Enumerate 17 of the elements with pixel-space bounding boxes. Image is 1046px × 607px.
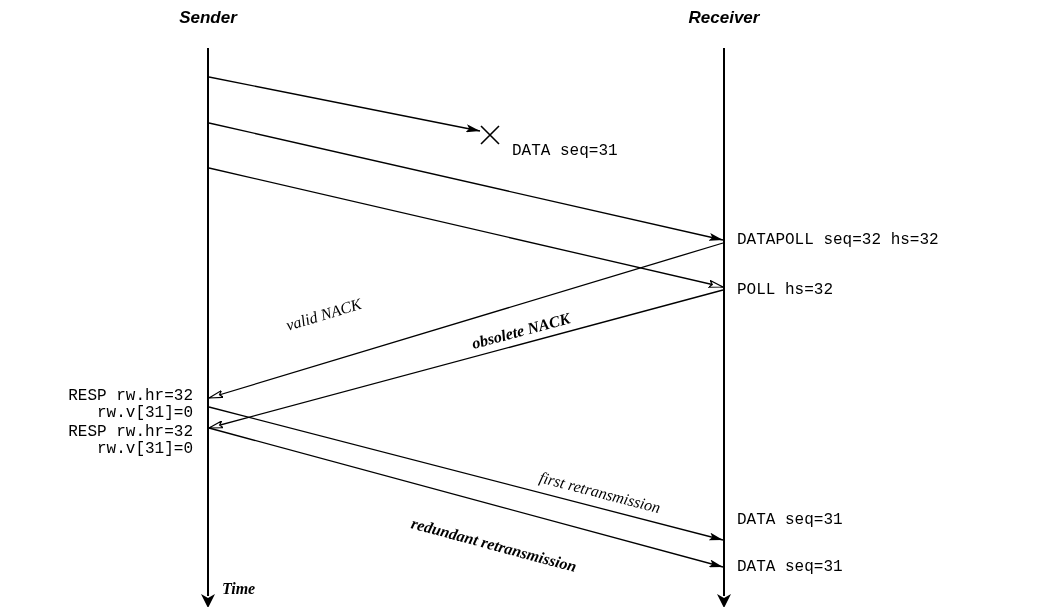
message-arrow [208, 76, 481, 133]
message-arrow [208, 242, 724, 399]
message-arrow [208, 427, 724, 568]
message-arrow [208, 289, 724, 429]
message-label: RESP rw.hr=32 rw.v[31]=0 [67, 388, 193, 422]
cross-mark [480, 125, 500, 145]
message-label: DATA seq=31 [737, 510, 843, 530]
message-arrow [208, 122, 724, 241]
lifeline-heading: Sender [179, 8, 237, 28]
lifeline-heading: Receiver [688, 8, 760, 28]
message-label: RESP rw.hr=32 rw.v[31]=0 [67, 424, 193, 458]
message-label: DATA seq=31 [737, 557, 843, 577]
message-label: POLL hs=32 [737, 280, 833, 300]
message-label: DATA seq=31 [512, 141, 618, 161]
message-arrow [208, 167, 724, 288]
message-label: DATAPOLL seq=32 hs=32 [737, 230, 939, 250]
message-arrow [208, 406, 724, 541]
